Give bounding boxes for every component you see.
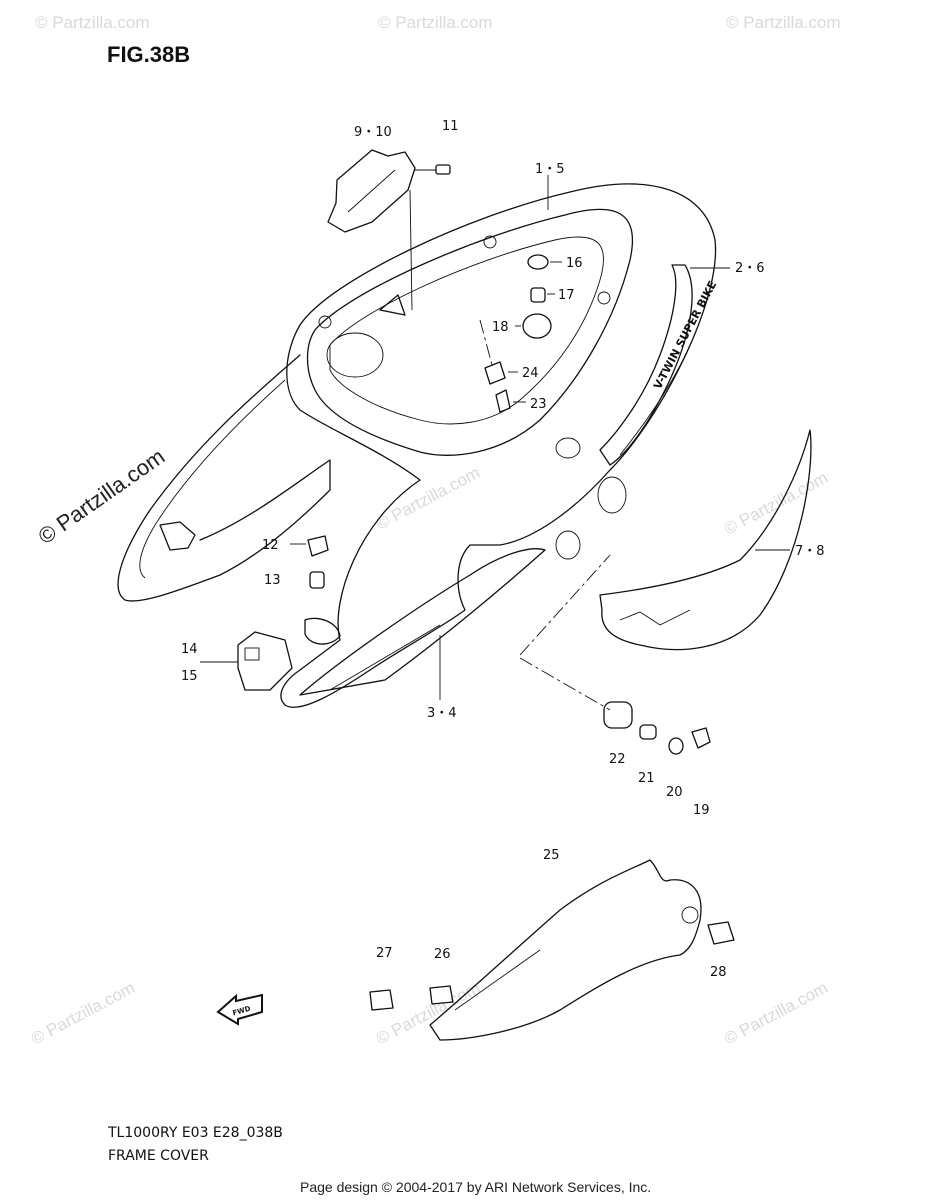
watermark-bottom-left: © Partzilla.com	[28, 978, 138, 1049]
part-1-5-tail-cover	[280, 175, 717, 708]
callout-21: 21	[638, 771, 655, 786]
callout-19: 19	[693, 803, 710, 818]
part-25-under-cover	[429, 859, 702, 1041]
part-11-screw	[415, 164, 451, 175]
figure-title: FIG.38B	[107, 42, 190, 67]
callout-labels: 9・10 11 1・5 2・6 16 17 18 24 23 12 13 14 …	[181, 119, 825, 980]
callout-28: 28	[710, 965, 727, 980]
watermark-middle-center: © Partzilla.com	[373, 463, 483, 534]
footer-section-name: FRAME COVER	[108, 1148, 209, 1164]
callout-27: 27	[376, 946, 393, 961]
callout-17: 17	[558, 288, 575, 303]
watermark-top-left: © Partzilla.com	[35, 13, 150, 32]
parts-14-15-bracket	[200, 631, 293, 691]
part-3-4-decal	[299, 548, 546, 700]
watermark-top-right: © Partzilla.com	[726, 13, 841, 32]
watermark-large-left: © Partzilla.com	[34, 444, 170, 550]
callout-7-8: 7・8	[795, 544, 825, 559]
callout-24: 24	[522, 366, 539, 381]
footer-page-design: Page design © 2004-2017 by ARI Network S…	[300, 1179, 651, 1195]
fwd-arrow: FWD	[216, 993, 263, 1026]
callout-15: 15	[181, 669, 198, 684]
parts-26-27-28	[369, 921, 735, 1011]
parts-19-22	[603, 701, 711, 755]
callout-2-6: 2・6	[735, 261, 765, 276]
callout-20: 20	[666, 785, 683, 800]
callout-26: 26	[434, 947, 451, 962]
tail-cover-left-wing	[117, 354, 331, 602]
watermark-top-center: © Partzilla.com	[378, 13, 493, 32]
tail-cover-mount-tab	[304, 617, 341, 645]
watermarks: © Partzilla.com © Partzilla.com © Partzi…	[28, 13, 841, 1049]
callout-3-4: 3・4	[427, 706, 457, 721]
parts-12-13	[290, 535, 329, 589]
callout-25: 25	[543, 848, 560, 863]
callout-18: 18	[492, 320, 509, 335]
callout-16: 16	[566, 256, 583, 271]
callout-23: 23	[530, 397, 547, 412]
callout-12: 12	[262, 538, 279, 553]
callout-22: 22	[609, 752, 626, 767]
callout-11: 11	[442, 119, 459, 134]
callout-1-5: 1・5	[535, 162, 565, 177]
footer-model-code: TL1000RY E03 E28_038B	[107, 1125, 283, 1141]
callout-13: 13	[264, 573, 281, 588]
decal-text: V-TWIN SUPER BIKE	[651, 279, 719, 392]
callout-9-10: 9・10	[354, 125, 392, 140]
parts-16-18-23-24-fasteners	[479, 254, 562, 413]
part-7-8-decal	[599, 429, 812, 651]
watermark-middle-right: © Partzilla.com	[721, 468, 831, 539]
watermark-bottom-right: © Partzilla.com	[721, 978, 831, 1049]
part-9-10-bracket	[327, 149, 416, 311]
callout-14: 14	[181, 642, 198, 657]
